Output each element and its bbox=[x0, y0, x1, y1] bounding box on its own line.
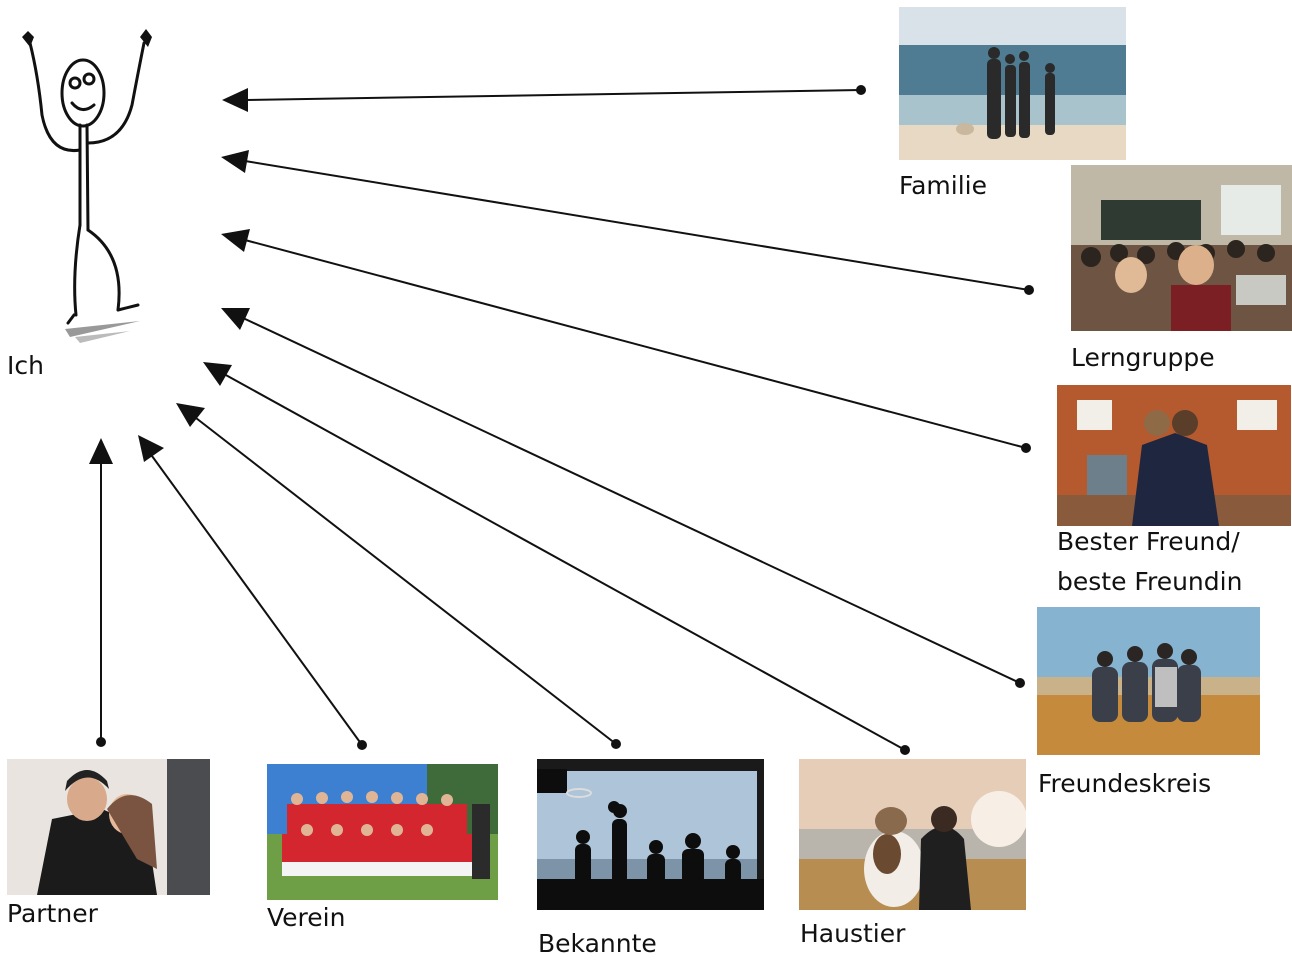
arrow-verein bbox=[138, 435, 367, 750]
arrow-haustier bbox=[203, 362, 910, 755]
arrow-familie bbox=[222, 85, 866, 112]
arrow-bekannte bbox=[176, 403, 621, 749]
partner-label: Partner bbox=[7, 899, 98, 928]
haustier-label: Haustier bbox=[800, 919, 906, 948]
lerngruppe-label: Lerngruppe bbox=[1071, 343, 1215, 372]
arrow-freundeskreis bbox=[221, 308, 1025, 688]
familie-photo bbox=[899, 7, 1126, 160]
arrow-bester-freund bbox=[221, 229, 1031, 453]
haustier-photo bbox=[799, 759, 1026, 910]
arrow-lerngruppe bbox=[221, 150, 1034, 295]
partner-photo bbox=[7, 759, 210, 895]
verein-photo bbox=[267, 764, 498, 900]
bekannte-photo bbox=[537, 759, 764, 910]
bester-freund-label-2: beste Freundin bbox=[1057, 567, 1243, 596]
arrow-partner bbox=[89, 438, 113, 747]
lerngruppe-photo bbox=[1071, 165, 1292, 331]
bekannte-label: Bekannte bbox=[538, 929, 657, 958]
freundeskreis-label: Freundeskreis bbox=[1038, 769, 1212, 798]
bester-freund-photo bbox=[1057, 385, 1291, 526]
stick-figure-icon bbox=[22, 29, 152, 343]
verein-label: Verein bbox=[267, 903, 346, 932]
freundeskreis-photo bbox=[1037, 607, 1260, 755]
center-label: Ich bbox=[7, 351, 44, 380]
familie-label: Familie bbox=[899, 171, 987, 200]
bester-freund-label-1: Bester Freund/ bbox=[1057, 527, 1240, 556]
